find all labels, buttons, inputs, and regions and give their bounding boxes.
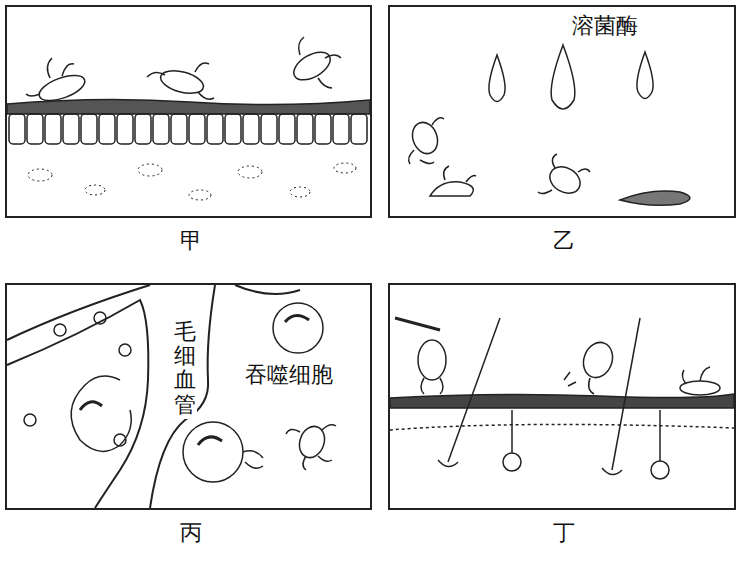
callout-label: 溶菌酶 [570, 13, 640, 39]
mucus-layer [7, 99, 370, 114]
bacterium [286, 423, 336, 470]
panel-jia-art [7, 37, 370, 200]
connective-tissue [28, 163, 356, 200]
capillary [7, 285, 300, 508]
panel: 甲 [5, 5, 372, 218]
hairs [438, 318, 640, 475]
skin-surface [390, 394, 734, 408]
phagocytes [71, 303, 323, 482]
glands [503, 410, 669, 479]
callout-label: 吞噬细胞 [243, 362, 335, 388]
panel: 溶菌酶乙 [388, 5, 736, 218]
blood-cells [24, 312, 131, 446]
panel-label: 甲 [178, 228, 204, 254]
panel-yi-art [408, 45, 690, 205]
panel-label: 丙 [178, 520, 204, 546]
dermis [390, 424, 734, 430]
panel: 丁 [388, 283, 736, 510]
panel-label: 乙 [551, 228, 577, 254]
bacteria [395, 318, 720, 395]
bacteria [26, 37, 341, 106]
epithelial-cells [9, 114, 367, 144]
panel-bing-art [7, 285, 336, 508]
panel-ding-art [390, 318, 734, 479]
panel: 毛细血管吞噬细胞丙 [5, 283, 372, 510]
panel-label: 丁 [551, 520, 577, 546]
lysozyme-drops [489, 45, 653, 109]
lysed-bacteria [408, 118, 690, 205]
callout-label: 毛细血管 [173, 318, 197, 419]
